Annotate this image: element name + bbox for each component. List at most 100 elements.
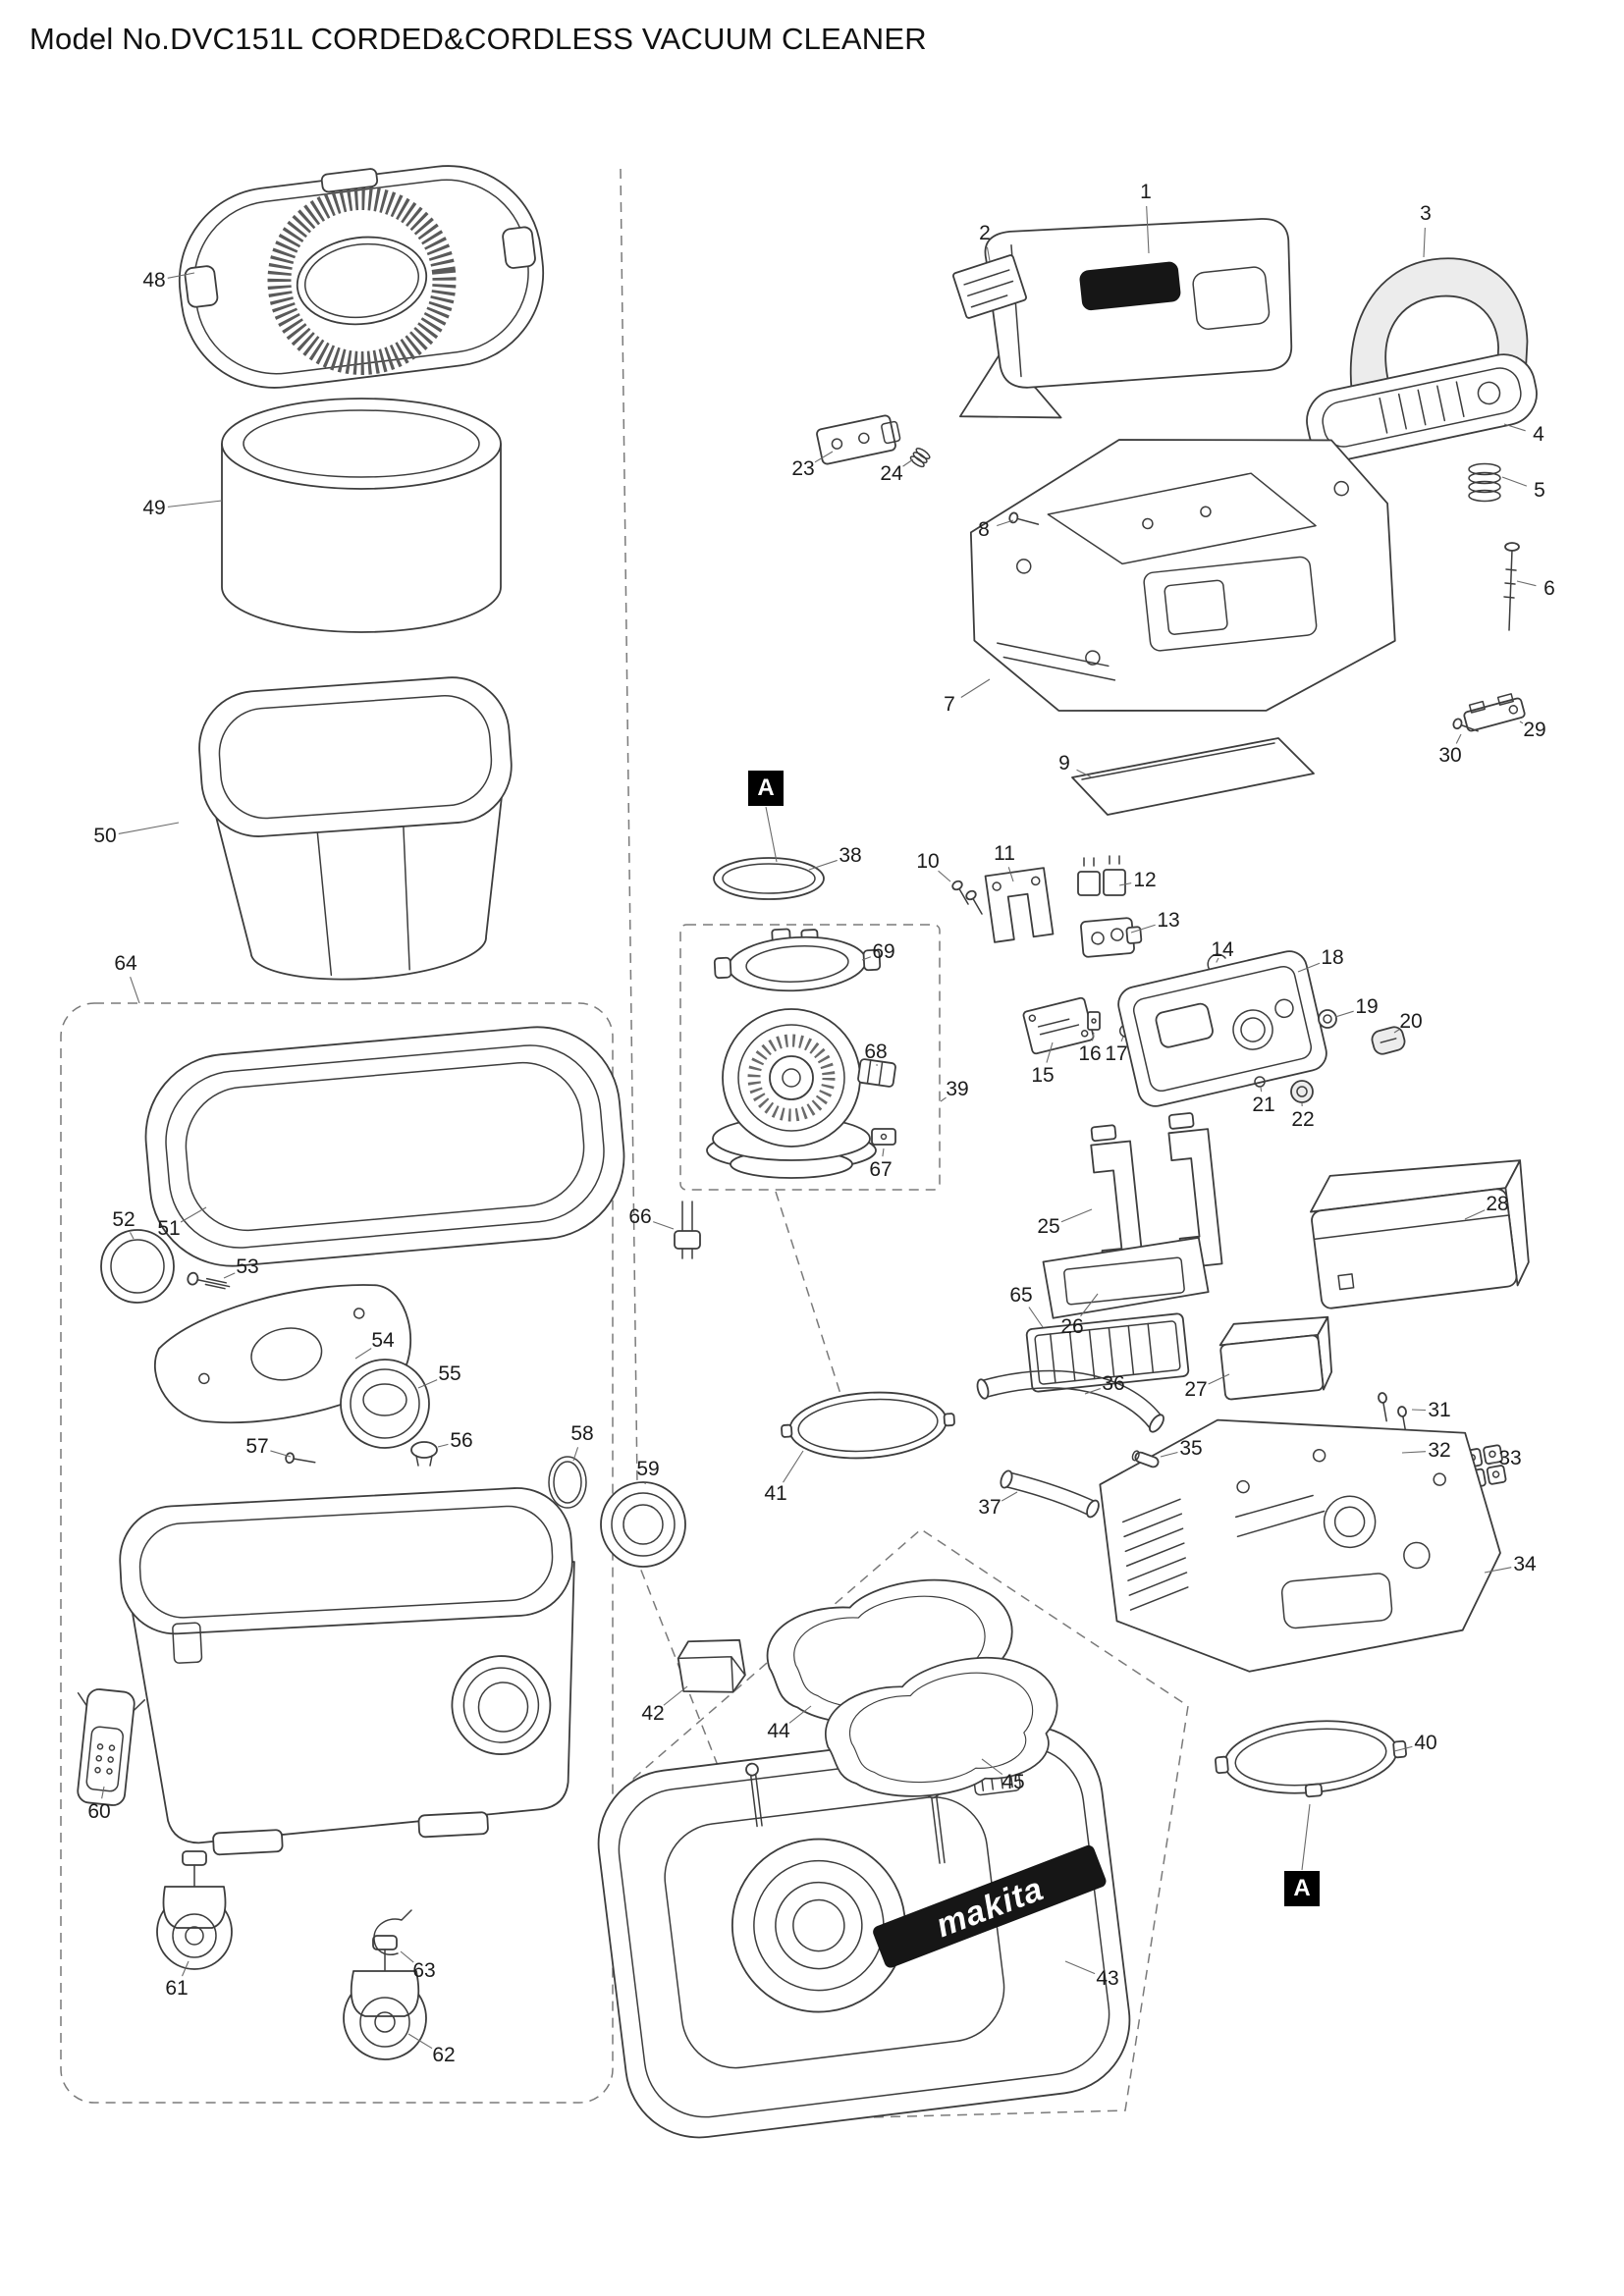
part-57-screw-drawing [285,1452,316,1465]
part-label-51: 51 [157,1217,181,1240]
part-25-brackets-drawing [1090,1112,1223,1281]
part-label-61: 61 [165,1977,189,2000]
part-label-55: 55 [438,1362,461,1385]
part-30-screw-drawing [1452,718,1479,732]
part-label-58: 58 [570,1422,594,1445]
part-label-26: 26 [1060,1315,1084,1338]
part-label-25: 25 [1037,1215,1060,1238]
part-12-connector-drawing [1077,855,1126,896]
part-40-ring-drawing [1215,1720,1407,1798]
part-label-66: 66 [628,1205,652,1228]
part-label-48: 48 [142,269,166,292]
part-label-36: 36 [1102,1372,1125,1395]
part-label-22: 22 [1291,1108,1315,1131]
part-label-35: 35 [1179,1437,1203,1460]
part-label-16: 16 [1078,1042,1102,1065]
part-60-latch-drawing [77,1688,145,1806]
part-label-8: 8 [978,518,990,541]
part-label-52: 52 [112,1208,135,1231]
part-label-23: 23 [791,457,815,480]
part-label-10: 10 [916,850,940,873]
part-41-ring-drawing [781,1391,955,1460]
part-label-18: 18 [1321,946,1344,969]
part-13-switch-drawing [1080,917,1143,958]
part-label-69: 69 [872,940,895,963]
part-label-64: 64 [114,952,137,975]
part-24-spring-drawing [909,448,931,468]
part-label-63: 63 [412,1959,436,1982]
part-52-ring-drawing [100,1229,175,1304]
part-label-12: 12 [1133,869,1157,891]
part-label-13: 13 [1157,909,1180,932]
part-51-gasket-frame-drawing [144,1026,625,1267]
part-7-housing-drawing [969,439,1396,712]
part-label-57: 57 [245,1435,269,1458]
part-label-27: 27 [1184,1378,1208,1401]
part-label-54: 54 [371,1329,395,1352]
part-label-41: 41 [764,1482,787,1505]
part-label-40: 40 [1414,1732,1437,1754]
detail-marker-a-2: A [1284,1871,1320,1906]
part-38-seal-ring-drawing [713,857,825,900]
part-label-56: 56 [450,1429,473,1452]
part-27-box-drawing [1218,1315,1333,1401]
part-label-53: 53 [236,1255,259,1278]
part-11-bracket-drawing [984,867,1055,943]
part-label-68: 68 [864,1041,888,1063]
part-label-67: 67 [869,1158,893,1181]
part-label-19: 19 [1355,995,1379,1018]
part-label-14: 14 [1211,938,1234,961]
part-34-lower-housing-drawing [1099,1418,1501,1673]
part-50-tank-drawing [198,676,513,981]
part-label-28: 28 [1486,1193,1509,1215]
part-4-cover-drawing [1306,353,1538,461]
part-16-contact-drawing [1087,1011,1101,1031]
part-35-pin-drawing [1131,1450,1160,1468]
part-label-45: 45 [1001,1771,1025,1793]
part-label-38: 38 [839,844,862,867]
part-label-50: 50 [93,825,117,847]
detail-marker-a-1: A [748,771,784,806]
part-31-screws-drawing [1378,1392,1407,1436]
part-label-62: 62 [432,2044,456,2066]
part-61-caster-drawing [156,1850,233,1970]
part-19-knob-drawing [1318,1009,1337,1029]
part-label-60: 60 [87,1800,111,1823]
part-label-32: 32 [1428,1439,1451,1462]
part-label-30: 30 [1438,744,1462,767]
part-53-screw-drawing [187,1271,231,1290]
part-9-pad-drawing [1071,737,1315,816]
part-2-label-drawing [952,254,1027,319]
part-66-terminal-drawing [674,1201,701,1259]
part-5-spring-drawing [1468,462,1501,503]
part-label-2: 2 [979,222,991,244]
part-label-9: 9 [1058,752,1070,774]
part-label-3: 3 [1420,202,1432,225]
part-label-37: 37 [978,1496,1001,1519]
part-63-clip-drawing [373,1909,412,1955]
part-label-44: 44 [767,1720,790,1742]
part-67-clip-drawing [871,1128,896,1146]
part-label-6: 6 [1543,577,1555,600]
tank-body-drawing [119,1487,575,1856]
part-26-holder-drawing [1042,1236,1210,1319]
motor-drawing [706,1008,877,1179]
part-20-knob-drawing [1371,1026,1406,1055]
part-15-pcb-drawing [1022,996,1095,1055]
part-21-washer-drawing [1254,1076,1266,1088]
part-label-11: 11 [994,842,1015,865]
part-label-29: 29 [1523,719,1546,741]
part-label-39: 39 [946,1078,969,1100]
part-1-top-cover-drawing [959,218,1293,419]
part-label-34: 34 [1513,1553,1537,1575]
part-10-screws-drawing [951,880,983,915]
part-68-connector-drawing [857,1058,896,1088]
part-49-filter-sleeve-drawing [221,398,502,633]
part-18-panel-drawing [1117,950,1327,1107]
part-label-4: 4 [1533,423,1544,446]
part-label-33: 33 [1498,1447,1522,1469]
part-58-o-ring-drawing [548,1456,587,1509]
part-48-filter-drawing [178,165,545,389]
part-22-knob-drawing [1290,1080,1314,1103]
